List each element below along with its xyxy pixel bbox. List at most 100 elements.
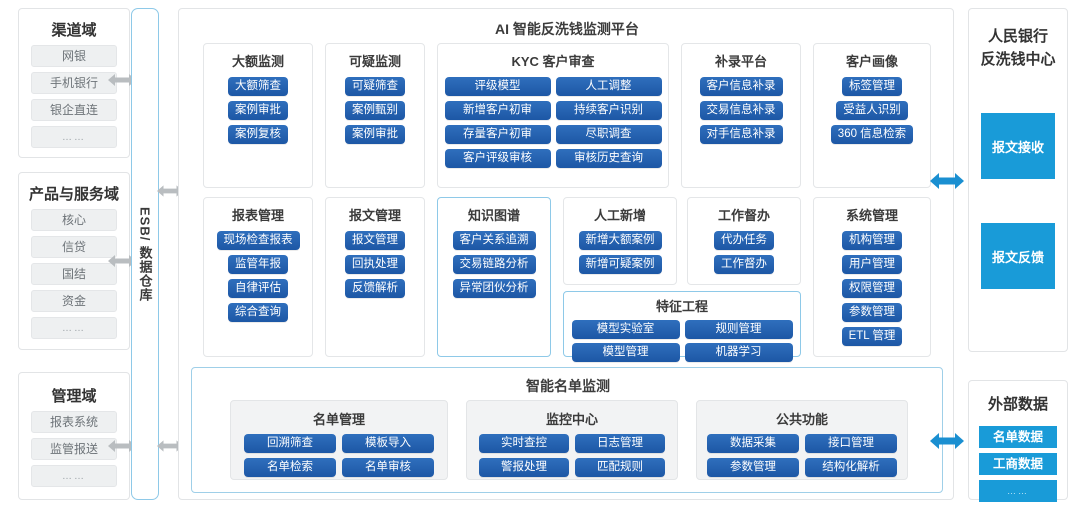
btn-360-info-search[interactable]: 360 信息检索: [830, 125, 914, 144]
panel-external-data: 外部数据 名单数据 工商数据 ……: [968, 380, 1068, 502]
btn-new-suspicious-case[interactable]: 新增可疑案例: [578, 255, 662, 274]
external-data-title: 外部数据: [987, 396, 1048, 413]
btn-message-management[interactable]: 报文管理: [345, 231, 405, 250]
btn-counterparty-info-supplement[interactable]: 对手信息补录: [699, 125, 783, 144]
btn-existing-customer-initial-review[interactable]: 存量客户初审: [444, 125, 551, 144]
btn-model-management[interactable]: 模型管理: [571, 343, 680, 362]
btn-transaction-info-supplement[interactable]: 交易信息补录: [699, 101, 783, 120]
btn-rule-management[interactable]: 规则管理: [684, 320, 793, 339]
btn-external-data-more[interactable]: ……: [979, 480, 1057, 502]
btn-continuous-customer-identification[interactable]: 持续客户识别: [555, 101, 662, 120]
btn-comprehensive-query[interactable]: 综合查询: [228, 303, 288, 322]
btn-tag-management[interactable]: 标签管理: [842, 77, 902, 96]
group-monitoring-center: 监控中心 实时查控 日志管理 警报处理 匹配规则: [466, 400, 678, 480]
product-item-2[interactable]: 国结: [31, 263, 117, 285]
btn-etl-management[interactable]: ETL 管理: [841, 327, 903, 346]
channel-domain-title: 渠道域: [51, 22, 97, 39]
btn-transaction-chain-analysis[interactable]: 交易链路分析: [452, 255, 536, 274]
group-title: 报文管理: [348, 208, 401, 223]
btn-feedback-parsing[interactable]: 反馈解析: [345, 279, 405, 298]
btn-customer-rating-review[interactable]: 客户评级审核: [444, 149, 551, 168]
btn-interface-management[interactable]: 接口管理: [805, 434, 897, 453]
btn-new-large-case[interactable]: 新增大额案例: [578, 231, 662, 250]
btn-matching-rules[interactable]: 匹配规则: [575, 458, 665, 477]
btn-parameter-management[interactable]: 参数管理: [842, 303, 902, 322]
product-item-3[interactable]: 资金: [31, 290, 117, 312]
channel-item-1[interactable]: 手机银行: [31, 72, 117, 94]
btn-customer-info-supplement[interactable]: 客户信息补录: [699, 77, 783, 96]
btn-new-customer-initial-review[interactable]: 新增客户初审: [444, 101, 551, 120]
btn-large-screening[interactable]: 大额筛查: [228, 77, 288, 96]
btn-manual-adjust[interactable]: 人工调整: [555, 77, 662, 96]
btn-case-identification[interactable]: 案例甄别: [345, 101, 405, 120]
watchlist-title: 智能名单监测: [526, 378, 610, 394]
group-title: 公共功能: [775, 412, 828, 427]
btn-due-diligence[interactable]: 尽职调查: [555, 125, 662, 144]
btn-data-collection[interactable]: 数据采集: [707, 434, 799, 453]
btn-machine-learning[interactable]: 机器学习: [684, 343, 793, 362]
panel-pboc-aml-center: 人民银行 反洗钱中心 报文接收 报文反馈: [968, 8, 1068, 352]
btn-permission-management[interactable]: 权限管理: [842, 279, 902, 298]
btn-model-lab[interactable]: 模型实验室: [571, 320, 680, 339]
btn-user-management[interactable]: 用户管理: [842, 255, 902, 274]
group-title: 监控中心: [545, 412, 598, 427]
group-title: 名单管理: [312, 412, 365, 427]
btn-rating-model[interactable]: 评级模型: [444, 77, 551, 96]
pboc-title-line2: 反洗钱中心: [980, 51, 1056, 68]
btn-regulatory-annual-report[interactable]: 监管年报: [228, 255, 288, 274]
group-message-management: 报文管理 报文管理 回执处理 反馈解析: [325, 197, 425, 357]
channel-item-more[interactable]: ……: [31, 126, 117, 148]
btn-realtime-control[interactable]: 实时查控: [479, 434, 569, 453]
btn-structured-parsing[interactable]: 结构化解析: [805, 458, 897, 477]
btn-agent-task[interactable]: 代办任务: [714, 231, 774, 250]
group-title: 知识图谱: [467, 208, 520, 223]
btn-message-receive[interactable]: 报文接收: [981, 113, 1055, 179]
btn-list-search[interactable]: 名单检索: [244, 458, 336, 477]
management-item-0[interactable]: 报表系统: [31, 411, 117, 433]
product-item-0[interactable]: 核心: [31, 209, 117, 231]
btn-beneficiary-identification[interactable]: 受益人识别: [836, 101, 908, 120]
channel-item-0[interactable]: 网银: [31, 45, 117, 67]
btn-message-feedback[interactable]: 报文反馈: [981, 223, 1055, 289]
btn-log-management[interactable]: 日志管理: [575, 434, 665, 453]
btn-parameter-management[interactable]: 参数管理: [707, 458, 799, 477]
btn-receipt-processing[interactable]: 回执处理: [345, 255, 405, 274]
group-manual-addition: 人工新增 新增大额案例 新增可疑案例: [563, 197, 677, 285]
btn-abnormal-group-analysis[interactable]: 异常团伙分析: [452, 279, 536, 298]
esb-label: ESB/ 数据仓库: [137, 206, 153, 302]
management-item-1[interactable]: 监管报送: [31, 438, 117, 460]
channel-item-2[interactable]: 银企直连: [31, 99, 117, 121]
product-item-more[interactable]: ……: [31, 317, 117, 339]
btn-self-discipline-assessment[interactable]: 自律评估: [228, 279, 288, 298]
btn-organization-management[interactable]: 机构管理: [842, 231, 902, 250]
btn-case-review[interactable]: 案例复核: [228, 125, 288, 144]
btn-retroactive-screening[interactable]: 回溯筛查: [244, 434, 336, 453]
btn-work-supervision[interactable]: 工作督办: [714, 255, 774, 274]
btn-case-approval[interactable]: 案例审批: [345, 125, 405, 144]
group-supplementary-platform: 补录平台 客户信息补录 交易信息补录 对手信息补录: [681, 43, 801, 188]
btn-alert-handling[interactable]: 警报处理: [479, 458, 569, 477]
arrow-platform-to-pboc: [930, 172, 964, 195]
btn-business-registration-data[interactable]: 工商数据: [979, 453, 1057, 475]
btn-review-history-query[interactable]: 审核历史查询: [555, 149, 662, 168]
group-report-management: 报表管理 现场检查报表 监管年报 自律评估 综合查询: [203, 197, 313, 357]
product-item-1[interactable]: 信贷: [31, 236, 117, 258]
group-title: 人工新增: [593, 208, 646, 223]
btn-template-import[interactable]: 模板导入: [342, 434, 434, 453]
pboc-title-line1: 人民银行: [987, 28, 1048, 45]
management-domain-title: 管理域: [51, 388, 97, 405]
btn-onsite-inspection-report[interactable]: 现场检查报表: [216, 231, 300, 250]
arrow-esb-to-platform-bottom: [157, 438, 183, 459]
arrow-platform-to-external-data: [930, 432, 964, 455]
management-item-more[interactable]: ……: [31, 465, 117, 487]
btn-case-approval[interactable]: 案例审批: [228, 101, 288, 120]
group-kyc-customer-review: KYC 客户审查 评级模型 人工调整 新增客户初审 持续客户识别 存量客户初审 …: [437, 43, 669, 188]
group-title: 特征工程: [655, 299, 708, 314]
btn-customer-relation-tracing[interactable]: 客户关系追溯: [452, 231, 536, 250]
arrow-management-to-esb: [108, 438, 136, 459]
platform-title: AI 智能反洗钱监测平台: [495, 21, 639, 37]
btn-list-data[interactable]: 名单数据: [979, 426, 1057, 448]
btn-list-review[interactable]: 名单审核: [342, 458, 434, 477]
btn-suspicious-screening[interactable]: 可疑筛查: [345, 77, 405, 96]
group-title: 报表管理: [231, 208, 284, 223]
